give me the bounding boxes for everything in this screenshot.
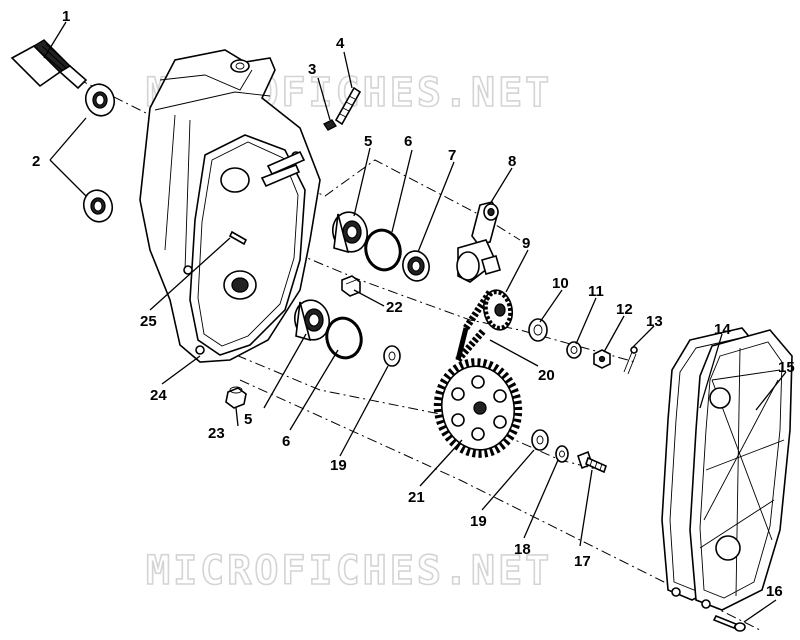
callout-15: 15 bbox=[778, 359, 795, 376]
callout-20: 20 bbox=[538, 367, 555, 384]
callout-6-upper: 6 bbox=[404, 133, 412, 150]
part-shaft-seal bbox=[402, 250, 430, 282]
part-hex-nut bbox=[341, 275, 361, 297]
part-seal-upper bbox=[84, 83, 116, 117]
part-gear-case bbox=[139, 49, 321, 363]
part-oring-upper bbox=[364, 228, 402, 272]
callout-13: 13 bbox=[646, 313, 663, 330]
callout-5-lower: 5 bbox=[244, 411, 252, 428]
part-seal-lower bbox=[82, 189, 114, 223]
callout-10: 10 bbox=[552, 275, 569, 292]
callout-18: 18 bbox=[514, 541, 531, 558]
watermark-bottom: MICROFICHES.NET bbox=[146, 548, 552, 594]
callout-24: 24 bbox=[150, 387, 167, 404]
callout-11: 11 bbox=[588, 283, 604, 300]
part-bearing-lower bbox=[293, 299, 331, 342]
callout-1: 1 bbox=[62, 8, 70, 25]
callout-17: 17 bbox=[574, 553, 591, 570]
part-washer-11 bbox=[566, 341, 582, 359]
callout-16: 16 bbox=[766, 583, 783, 600]
callout-12: 12 bbox=[616, 301, 633, 318]
callout-labels: 1 2 3 4 5 5 6 6 7 8 9 10 11 12 13 14 15 … bbox=[32, 8, 795, 600]
callout-21: 21 bbox=[408, 489, 425, 506]
part-washer-18 bbox=[555, 445, 569, 463]
part-cotter-pin bbox=[623, 346, 638, 375]
part-input-shaft bbox=[10, 39, 88, 90]
callout-6-lower: 6 bbox=[282, 433, 290, 450]
part-driven-gear bbox=[433, 358, 523, 458]
callout-9: 9 bbox=[522, 235, 530, 252]
part-chaincase-cover bbox=[671, 329, 793, 611]
part-jam-nut bbox=[323, 119, 337, 131]
callout-23: 23 bbox=[208, 425, 225, 442]
part-drive-chain bbox=[455, 290, 493, 363]
leader-lines bbox=[43, 21, 787, 623]
part-adjust-screw bbox=[334, 86, 362, 126]
part-drive-sprocket bbox=[482, 289, 514, 331]
callout-2: 2 bbox=[32, 153, 40, 170]
part-washer-10 bbox=[528, 318, 548, 342]
part-dowel bbox=[228, 230, 248, 246]
callout-3: 3 bbox=[308, 61, 316, 78]
callout-7: 7 bbox=[448, 147, 456, 164]
callout-25: 25 bbox=[140, 313, 157, 330]
part-drain-plug bbox=[225, 386, 247, 409]
part-castle-nut bbox=[593, 349, 611, 369]
part-cover-screw bbox=[712, 614, 746, 632]
callout-19-upper: 19 bbox=[330, 457, 347, 474]
callout-4: 4 bbox=[336, 35, 345, 52]
callout-14: 14 bbox=[714, 321, 731, 338]
callout-22: 22 bbox=[386, 299, 403, 316]
part-washer-19-lower bbox=[531, 429, 549, 451]
callout-8: 8 bbox=[508, 153, 516, 170]
part-oring-lower bbox=[325, 316, 363, 360]
part-bearing-upper bbox=[331, 211, 369, 254]
callout-5-upper: 5 bbox=[364, 133, 372, 150]
callout-19-lower: 19 bbox=[470, 513, 487, 530]
part-washer-19-upper bbox=[383, 345, 401, 367]
part-bolt-17 bbox=[577, 450, 607, 474]
part-tensioner-arm bbox=[456, 201, 501, 283]
